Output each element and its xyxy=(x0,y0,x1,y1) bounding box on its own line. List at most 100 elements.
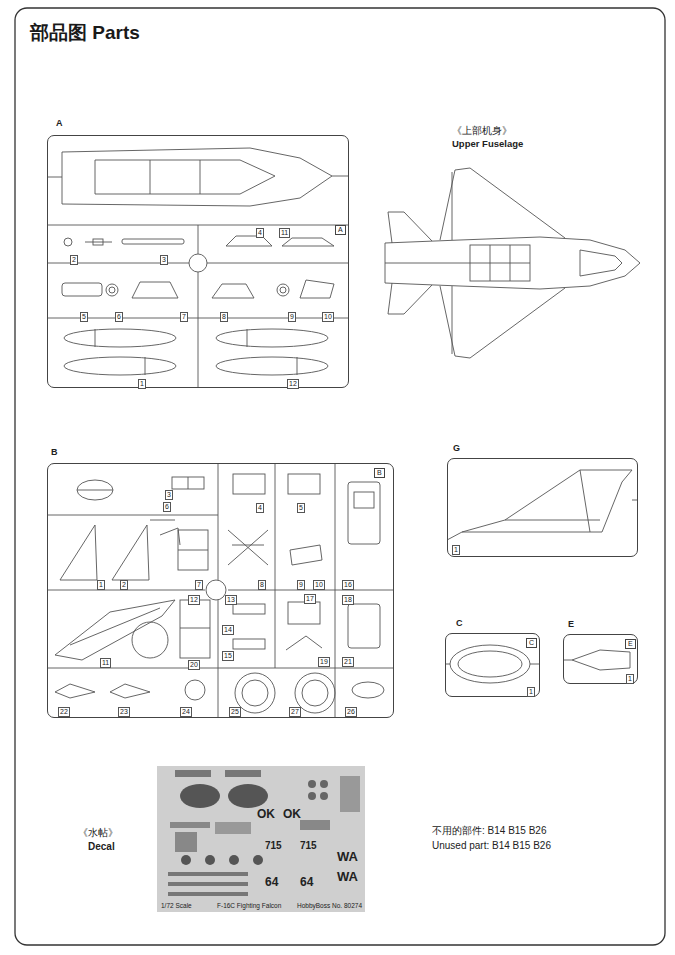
sprue-a-drawing-line xyxy=(145,357,146,375)
page-title: 部品图 Parts xyxy=(30,20,140,46)
callout-number: 11 xyxy=(279,228,290,238)
sprue-b-drawing-line xyxy=(352,682,384,698)
sprue-a-drawing-line xyxy=(300,280,334,298)
decal-sheet-drawing-line xyxy=(225,770,261,777)
sprue-b-drawing-line xyxy=(77,480,113,500)
callout-number: 16 xyxy=(342,580,354,590)
decal-text: HobbyBoss No. 80274 xyxy=(297,902,362,909)
sprue-b-drawing-line xyxy=(288,602,320,624)
sprue-a-drawing-line xyxy=(85,242,112,243)
sprue-g-drawing-line xyxy=(505,520,600,521)
sprue-tag: A xyxy=(335,225,346,235)
sprue-a-drawing-line xyxy=(277,284,289,296)
upper-fuselage-drawing-line xyxy=(388,212,432,243)
sprue-b-drawing-line xyxy=(70,608,160,645)
decal-text: OK xyxy=(257,808,275,821)
callout-number: 26 xyxy=(345,707,357,717)
canopy-drawings xyxy=(445,645,630,683)
decal-text: 715 xyxy=(300,840,317,851)
sprue-b-drawing-line xyxy=(235,673,275,713)
sprue-frame: BB xyxy=(47,463,394,718)
decal-text: WA xyxy=(337,850,358,864)
callout-number: 6 xyxy=(115,312,123,322)
callout-number: 12 xyxy=(287,379,299,389)
callout-number: 17 xyxy=(304,594,316,604)
sprue-b-drawing-line xyxy=(286,636,322,650)
upper-fuselage-drawing-line xyxy=(385,237,640,289)
sprue-b-drawing-line xyxy=(218,463,219,580)
sprue-b-drawing-line xyxy=(47,515,218,516)
decal-sheet-drawing-line xyxy=(168,892,248,896)
sprue-frame: CC xyxy=(445,633,540,697)
sprue-a-drawing-line xyxy=(95,329,96,347)
sprue-tag: B xyxy=(374,468,385,478)
canopy-drawings-line xyxy=(458,651,522,677)
sprue-b-drawing-line xyxy=(233,639,265,649)
sprue-b-drawing-line xyxy=(302,680,328,706)
callout-number: 1 xyxy=(527,687,535,697)
decal-sheet-drawing-line xyxy=(157,766,365,912)
upper-fuselage-drawing-line xyxy=(452,286,453,354)
upper-fuselage-drawing-line xyxy=(440,168,565,240)
sprue-a-drawing-line xyxy=(200,160,201,194)
sprue-a-drawing-line xyxy=(297,357,298,375)
sprue-b-drawing-line xyxy=(233,474,265,494)
upper-fuselage-drawing-line xyxy=(388,283,432,314)
sprue-b-drawing-line xyxy=(160,528,180,545)
sprue-a-drawing-line xyxy=(47,177,62,178)
callout-number: 27 xyxy=(289,707,301,717)
upper-fuselage-drawing-line xyxy=(452,172,453,240)
sprue-a-drawing-line xyxy=(62,283,102,296)
sprue-b-drawing-line xyxy=(206,580,226,600)
sprue-a-drawing-line xyxy=(122,239,184,244)
callout-number: 8 xyxy=(220,312,228,322)
sprue-b-drawing-line xyxy=(335,463,336,718)
sprue-b-drawing-line xyxy=(55,684,95,698)
sprue-letter: A xyxy=(56,119,63,129)
decal-text: WA xyxy=(337,870,358,884)
unused-note: Unused part: B14 B15 B26 xyxy=(432,840,551,851)
sprue-a-drawing-line xyxy=(106,284,118,296)
sprue-b-drawing-line xyxy=(348,604,380,648)
callout-number: 10 xyxy=(322,312,334,322)
sprue-b-drawing-line xyxy=(185,680,205,700)
callout-number: 2 xyxy=(120,580,128,590)
sprue-b-drawing-line xyxy=(178,550,208,551)
decal-sheet-drawing-line xyxy=(300,820,330,830)
sprue-a-drawing-line xyxy=(216,357,328,375)
sprue-a-drawing-line xyxy=(212,284,254,298)
sprue-frame: G xyxy=(447,458,638,557)
upper-fuselage-drawing xyxy=(385,168,640,358)
sprue-a-drawing-line xyxy=(247,329,248,347)
decal-text: F-16C Fighting Falcon xyxy=(217,902,281,909)
sprue-tag: E xyxy=(625,639,636,649)
callout-number: 1 xyxy=(626,674,634,684)
upper-fuselage-drawing-line xyxy=(385,263,470,264)
callout-number: 9 xyxy=(297,580,305,590)
sprue-b-drawing-line xyxy=(295,673,335,713)
callout-number: 7 xyxy=(180,312,188,322)
sprue-b-drawing-line xyxy=(178,530,208,570)
decal-sheet-drawing-line xyxy=(340,776,360,812)
callout-number: 14 xyxy=(222,625,234,635)
sprue-b-drawing-line xyxy=(228,530,268,565)
sprue-tag: C xyxy=(526,638,537,648)
callout-number: 19 xyxy=(318,657,330,667)
sprue-b-drawing-line xyxy=(228,590,394,591)
sprue-b-drawing-line xyxy=(290,545,322,565)
sprue-b-drawing-line xyxy=(288,474,320,494)
sprue-a-drawing xyxy=(47,148,349,388)
callout-number: 2 xyxy=(70,255,78,265)
callout-number: 11 xyxy=(100,658,111,668)
decal-sheet-drawing-line xyxy=(308,792,316,800)
sprue-b-drawing-line xyxy=(218,600,219,718)
decal-sheet-drawing-line xyxy=(253,855,263,865)
sprue-a-drawing-line xyxy=(332,176,349,177)
sprue-a-drawing-line xyxy=(62,148,332,206)
sprue-b-drawing-line xyxy=(180,600,210,658)
callout-number: 20 xyxy=(188,660,200,670)
sprue-b-drawing-line xyxy=(354,492,374,508)
sprue-a-drawing-line xyxy=(95,160,275,194)
